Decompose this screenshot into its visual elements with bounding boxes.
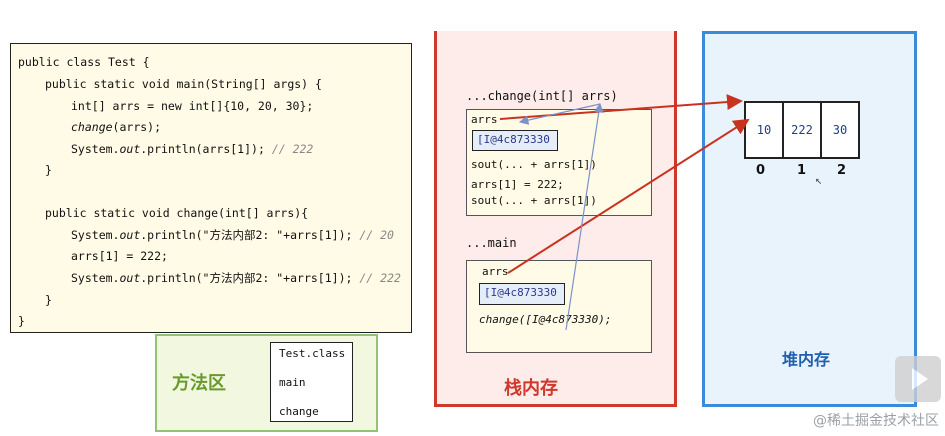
change-frame-title: ...change(int[] arrs): [466, 89, 618, 103]
change-frame-ref: [I@4c873330: [472, 130, 558, 151]
main-frame-var: arrs: [482, 265, 509, 278]
code-out: out: [119, 271, 141, 285]
main-frame-call: change([I@4c873330);: [479, 313, 612, 326]
stack-memory-label: 栈内存: [504, 378, 558, 399]
code-line-println-change-1: System.out.println("方法内部2: "+arrs[1]); /…: [71, 228, 394, 242]
method-item-change: change: [279, 405, 319, 418]
code-out: out: [119, 142, 141, 156]
code-line-close-change: }: [45, 293, 52, 307]
main-frame: arrs [I@4c873330 change([I@4c873330);: [466, 260, 652, 353]
code-comment: // 20: [359, 228, 394, 242]
mouse-cursor-icon: ↖: [815, 173, 823, 187]
code-line-close-main: }: [45, 163, 52, 177]
code-line-println-change-2: System.out.println("方法内部2: "+arrs[1]); /…: [71, 271, 401, 285]
main-frame-ref: [I@4c873330: [479, 283, 565, 305]
heap-index-0: 0: [756, 163, 766, 178]
change-frame-line-1: sout(... + arrs[1]): [471, 158, 597, 171]
code-line-main-signature: public static void main(String[] args) {: [45, 77, 322, 91]
code-out: out: [119, 228, 141, 242]
play-icon: [912, 368, 928, 390]
arrow-param-pass-up: [565, 102, 604, 331]
arrow-main-to-heap: [507, 118, 750, 274]
method-item-test-class: Test.class: [279, 347, 346, 360]
code-println: .println(arrs[1]);: [140, 142, 272, 156]
code-line-change-signature: public static void change(int[] arrs){: [45, 206, 309, 220]
change-frame-line-2: arrs[1] = 222;: [471, 178, 564, 191]
code-system: System.: [71, 228, 120, 242]
heap-memory-label: 堆内存: [782, 350, 831, 369]
code-call-args: (arrs);: [112, 120, 162, 134]
code-line-change-call: change(arrs);: [71, 120, 161, 134]
change-frame-var: arrs: [471, 113, 498, 126]
heap-index-1: 1: [797, 163, 807, 178]
code-line-class: public class Test {: [18, 55, 150, 69]
code-system: System.: [71, 271, 120, 285]
code-line-println-main: System.out.println(arrs[1]); // 222: [71, 142, 313, 156]
change-frame-line-3: sout(... + arrs[1]): [471, 194, 597, 207]
code-line-close-class: }: [18, 314, 25, 328]
code-panel: public class Test { public static void m…: [10, 43, 412, 333]
main-frame-title: ...main: [466, 236, 517, 250]
code-println: .println("方法内部2: "+arrs[1]);: [140, 228, 360, 242]
change-frame: arrs [I@4c873330 sout(... + arrs[1]) arr…: [466, 109, 652, 216]
watermark: @稀土掘金技术社区: [813, 413, 939, 429]
code-system: System.: [71, 142, 120, 156]
method-area-box: Test.class main change: [270, 342, 353, 422]
code-comment: // 222: [271, 142, 314, 156]
heap-cell-2: 30: [820, 101, 860, 159]
code-method-name: change: [71, 120, 113, 134]
code-comment: // 222: [359, 271, 401, 285]
code-println: .println("方法内部2: "+arrs[1]);: [140, 271, 360, 285]
method-item-main: main: [279, 376, 306, 389]
method-area-label: 方法区: [172, 373, 226, 394]
code-line-assign: arrs[1] = 222;: [71, 249, 168, 263]
video-play-button[interactable]: [895, 356, 941, 402]
code-line-array-init: int[] arrs = new int[]{10, 20, 30};: [71, 99, 314, 113]
arrow-param-pass-down: [518, 103, 601, 125]
heap-memory-area: [702, 31, 917, 407]
heap-index-2: 2: [837, 163, 847, 178]
arrow-change-to-heap: [499, 94, 743, 120]
